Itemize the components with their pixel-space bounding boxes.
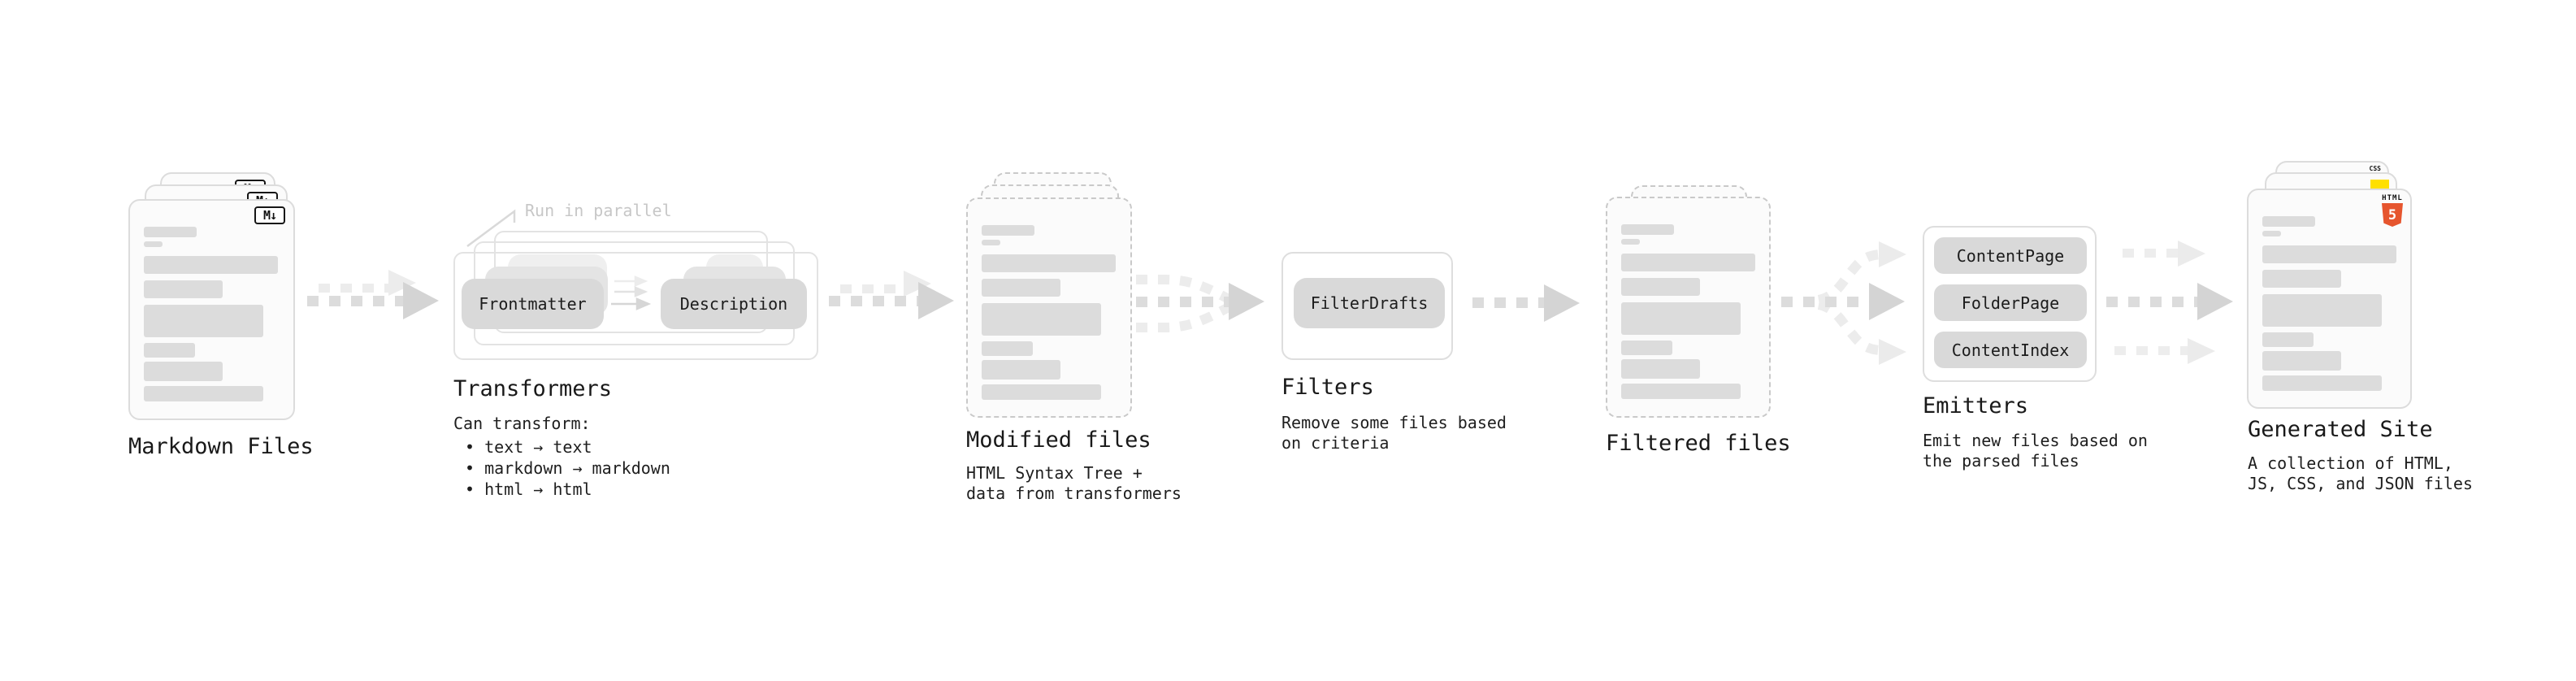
text-placeholder-bar <box>982 341 1033 356</box>
text-placeholder-bar <box>144 386 263 401</box>
text-placeholder-bar <box>1621 384 1741 399</box>
text-placeholder-bar <box>982 384 1101 400</box>
text-placeholder-bar <box>982 240 1000 245</box>
stage-label-emitters: Emitters <box>1923 393 2029 419</box>
text-placeholder-bar <box>1621 359 1700 379</box>
text-placeholder-bar <box>2262 375 2382 391</box>
transformers-bullet: • html → html <box>465 479 592 499</box>
html5-badge-text: HTML <box>2382 194 2403 202</box>
text-placeholder-bar <box>2262 216 2315 227</box>
stage-label-filtered: Filtered files <box>1606 431 1791 456</box>
generated-desc: A collection of HTML, JS, CSS, and JSON … <box>2248 453 2473 493</box>
text-placeholder-bar <box>1621 239 1640 245</box>
text-placeholder-bar <box>1621 224 1674 235</box>
transformers-bullet: • markdown → markdown <box>465 458 670 478</box>
transformer-layer-frame <box>453 252 818 360</box>
text-placeholder-bar <box>2262 332 2314 347</box>
text-placeholder-bar <box>144 256 278 274</box>
markdown-badge: M↓ <box>254 206 285 224</box>
emitters-desc: Emit new files based on the parsed files <box>1923 431 2148 471</box>
text-placeholder-bar <box>2262 294 2382 327</box>
filters-desc: Remove some files based on criteria <box>1281 413 1507 453</box>
text-placeholder-bar <box>1621 278 1700 296</box>
text-placeholder-bar <box>982 360 1060 380</box>
stage-label-filters: Filters <box>1281 375 1374 400</box>
stage-label-generated: Generated Site <box>2248 417 2433 442</box>
modified-desc: HTML Syntax Tree + data from transformer… <box>966 463 1182 503</box>
stage-label-transformers: Transformers <box>453 376 613 401</box>
filterdrafts-pill: FilterDrafts <box>1294 278 1445 328</box>
frontmatter-pill: Frontmatter <box>462 279 604 329</box>
file-card-dashed <box>966 197 1132 418</box>
stage-label-markdown: Markdown Files <box>128 434 314 459</box>
text-placeholder-bar <box>144 241 163 247</box>
contentindex-pill: ContentIndex <box>1934 332 2087 368</box>
stage-label-modified: Modified files <box>966 427 1151 453</box>
text-placeholder-bar <box>1621 340 1672 355</box>
contentpage-pill: ContentPage <box>1934 237 2087 274</box>
text-placeholder-bar <box>982 254 1116 272</box>
html5-badge: HTML 5 <box>2380 195 2405 227</box>
html5-badge-number: 5 <box>2387 206 2397 223</box>
annotation-leader-line <box>466 209 516 248</box>
text-placeholder-bar <box>144 280 223 298</box>
text-placeholder-bar <box>144 305 263 337</box>
text-placeholder-bar <box>982 225 1034 236</box>
file-card: HTML 5 <box>2247 189 2412 409</box>
folderpage-pill: FolderPage <box>1934 284 2087 321</box>
transformers-desc-title: Can transform: <box>453 414 591 433</box>
text-placeholder-bar <box>982 279 1060 297</box>
text-placeholder-bar <box>2262 231 2281 236</box>
run-in-parallel-annotation: Run in parallel <box>525 201 672 220</box>
text-placeholder-bar <box>1621 302 1741 335</box>
text-placeholder-bar <box>982 303 1101 336</box>
text-placeholder-bar <box>1621 254 1755 271</box>
parallel-arrows-icon <box>611 275 652 310</box>
text-placeholder-bar <box>2262 245 2396 263</box>
file-card-dashed <box>1606 197 1771 418</box>
text-placeholder-bar <box>2262 270 2341 288</box>
description-pill: Description <box>661 279 807 329</box>
transformers-bullet: • text → text <box>465 437 592 457</box>
javascript-badge <box>2370 180 2389 190</box>
text-placeholder-bar <box>2262 351 2341 371</box>
text-placeholder-bar <box>144 362 223 381</box>
text-placeholder-bar <box>144 343 195 358</box>
text-placeholder-bar <box>144 227 197 237</box>
file-card: M↓ <box>128 199 295 420</box>
